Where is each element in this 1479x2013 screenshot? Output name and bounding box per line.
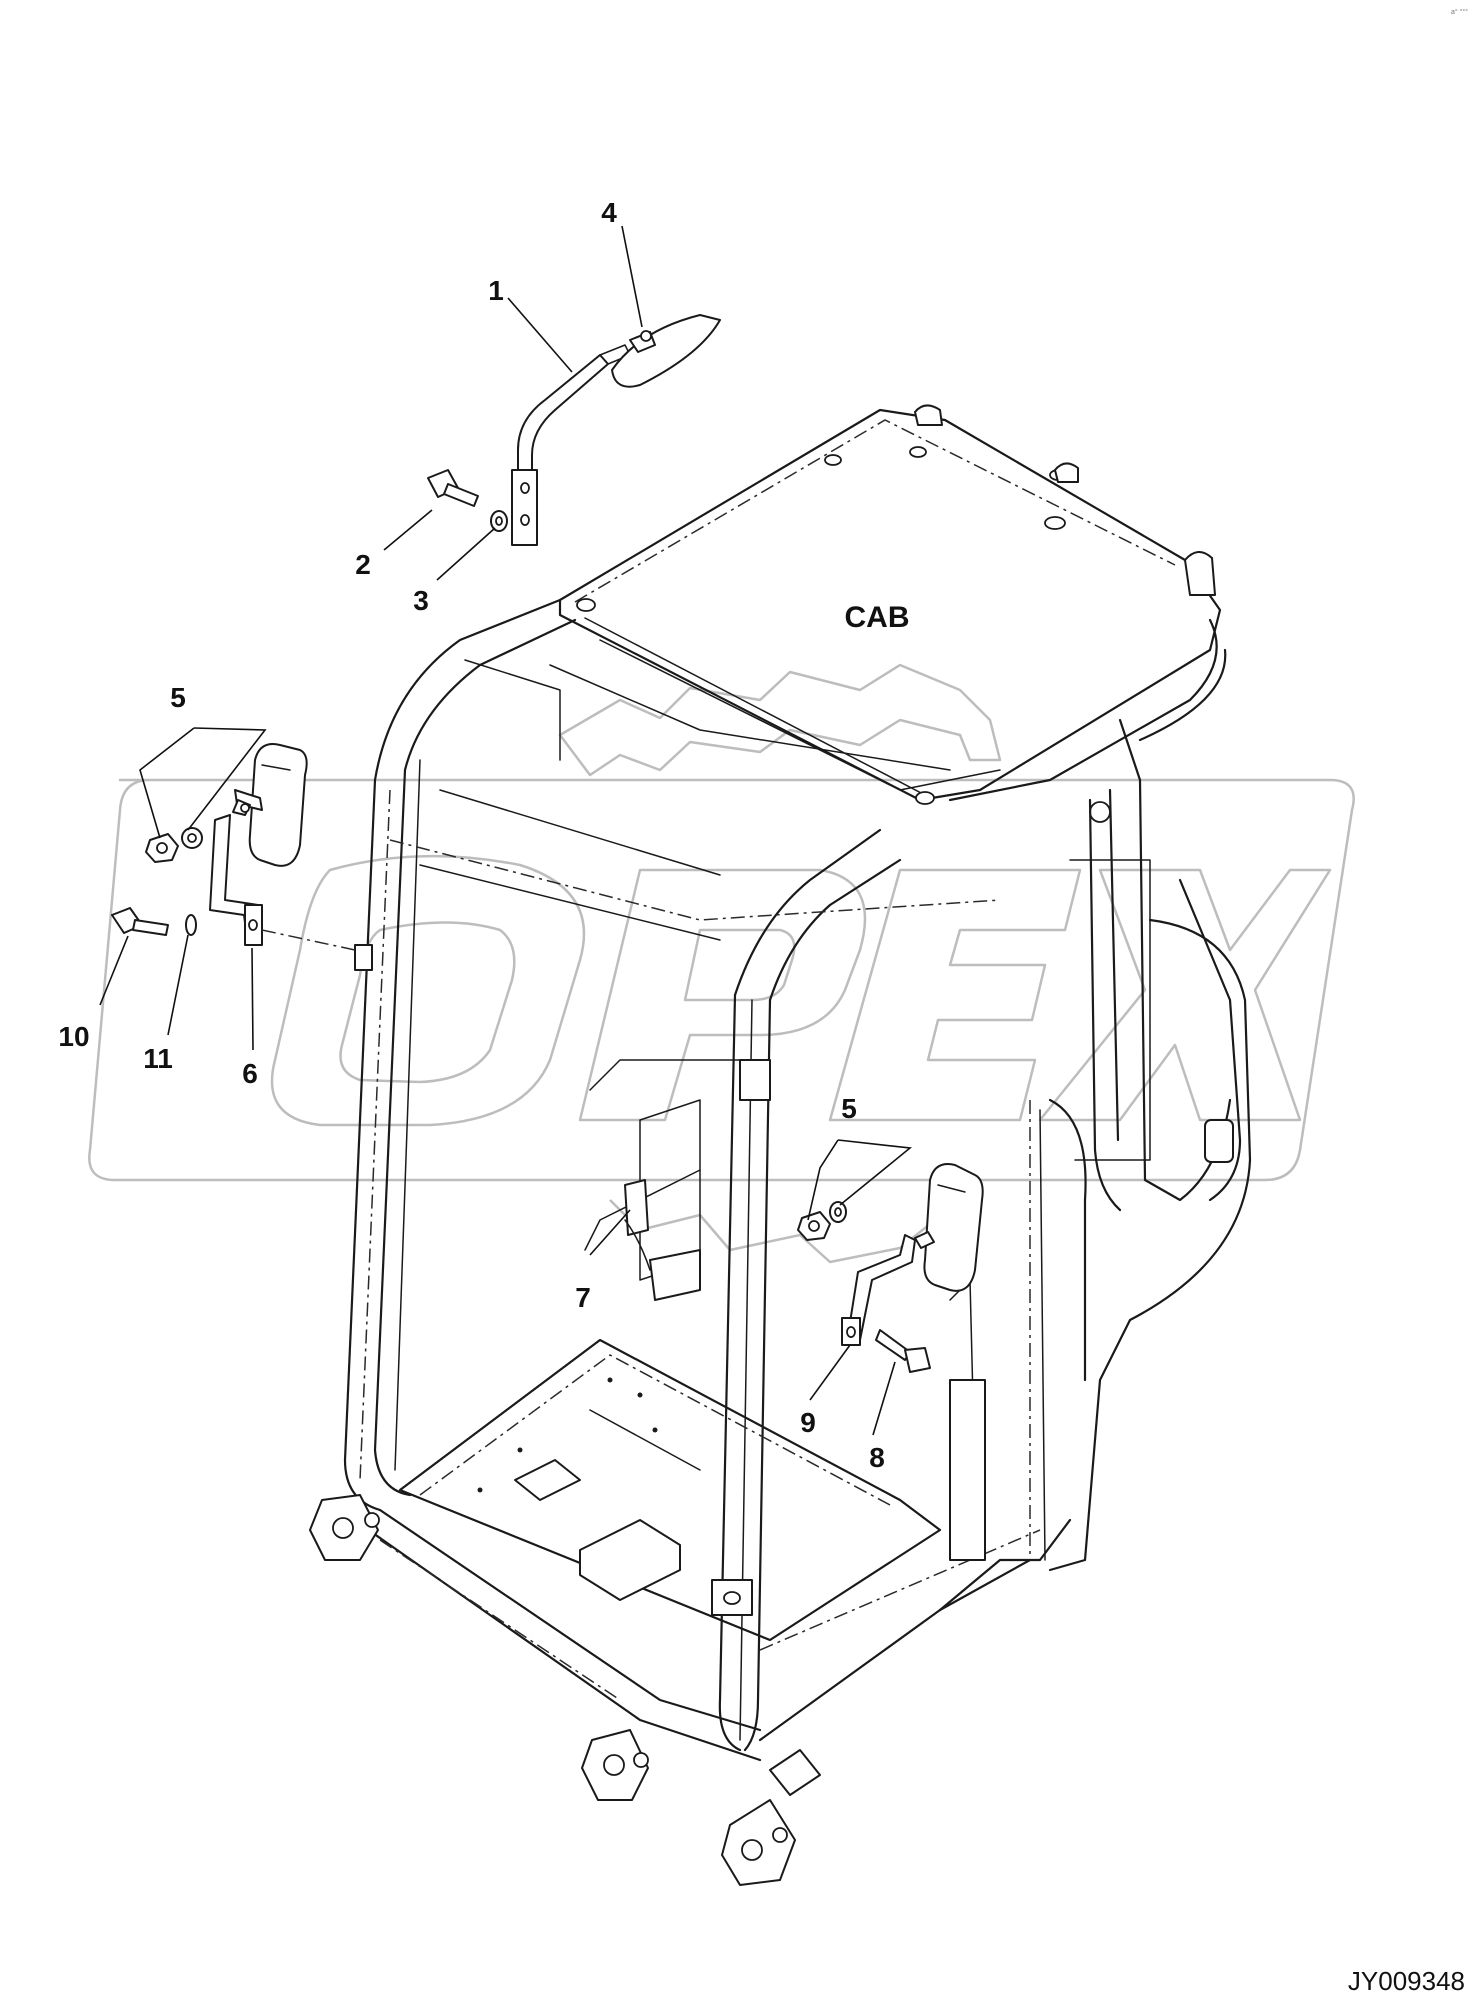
- callout-11: 11: [143, 1043, 173, 1074]
- callout-8: 8: [869, 1442, 885, 1473]
- center-pillar: [733, 828, 882, 997]
- part-3-washer: [490, 510, 508, 532]
- part-6-mirror-bracket: [209, 814, 263, 946]
- roof-hole: [1044, 516, 1066, 530]
- cab-frame: [309, 404, 1252, 1886]
- part-7-mount-plate: [624, 1179, 701, 1301]
- mount-foot-right: [769, 1749, 821, 1796]
- part-5-mirror-left: [232, 743, 308, 867]
- mount-foot-front: [721, 1799, 796, 1886]
- base-rail: [338, 1508, 762, 1762]
- callout-3: 3: [413, 585, 429, 616]
- roof-hole: [824, 454, 842, 466]
- leader-lines: [99, 225, 912, 1436]
- roof-hole: [1089, 801, 1111, 823]
- callout-labels: 1 2 3 4 5 5 6 7 8 9 10 11: [58, 197, 884, 1473]
- callout-6: 6: [242, 1058, 258, 1089]
- roof-hole: [915, 791, 935, 805]
- rear-right-post: [1088, 798, 1122, 1212]
- mount-foot-center: [581, 1729, 649, 1801]
- floor-plate: [398, 1338, 942, 1642]
- part-5-nut-washer-right: [797, 1201, 847, 1241]
- part-5-nut-washer-left: [145, 827, 203, 863]
- part-11-washer: [185, 914, 197, 936]
- part-8-bolt: [875, 1329, 931, 1373]
- lifting-eye: [914, 404, 943, 426]
- rear-latch: [1204, 1119, 1234, 1163]
- callout-9: 9: [800, 1407, 816, 1438]
- mount-foot-left: [309, 1494, 380, 1561]
- front-left-pillar: [343, 778, 382, 1512]
- roof-hole: [576, 598, 596, 612]
- pillar-bracket: [739, 1059, 771, 1101]
- callout-4: 4: [601, 197, 617, 228]
- callout-5-left: 5: [170, 682, 186, 713]
- part-9-mirror-bracket-right: [841, 1231, 935, 1346]
- roof-hole: [909, 446, 927, 458]
- corner-mark: a° °°°: [1451, 8, 1468, 16]
- callout-7: 7: [575, 1282, 591, 1313]
- part-4-mirror-head: [611, 314, 721, 388]
- part-1-mirror-stay: [511, 344, 631, 546]
- floor-pedal: [579, 1519, 681, 1601]
- floor-cover: [514, 1459, 581, 1501]
- part-5-mirror-right: [923, 1163, 984, 1292]
- part-2-bolt: [427, 469, 479, 507]
- left-mount-pad: [354, 944, 373, 971]
- callout-10: 10: [58, 1021, 89, 1052]
- drawing-number: JY009348: [1348, 1966, 1465, 1996]
- lifting-eye: [1054, 462, 1079, 483]
- rear-column: [949, 1379, 986, 1561]
- assembly-label: CAB: [845, 601, 910, 634]
- callout-1: 1: [488, 275, 504, 306]
- callout-2: 2: [355, 549, 371, 580]
- part-10-bolt: [111, 907, 169, 936]
- watermark-logo: [88, 663, 1355, 1264]
- callout-5-right: 5: [841, 1093, 857, 1124]
- lifting-eye: [1184, 551, 1216, 596]
